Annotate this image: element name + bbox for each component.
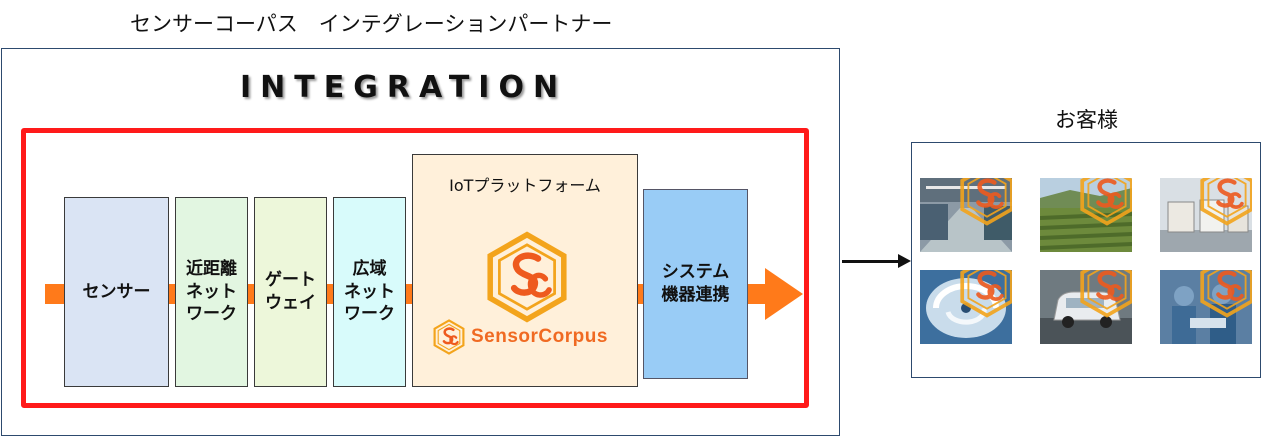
block-short-range-network: 近距離 ネット ワーク xyxy=(175,197,248,387)
typhoon-photo xyxy=(920,270,1012,344)
block-gateway: ゲート ウェイ xyxy=(254,197,327,387)
vineyard-photo xyxy=(1040,178,1132,252)
vehicle-photo xyxy=(1040,270,1132,344)
sensorcorpus-watermark-icon xyxy=(956,270,1012,318)
sensorcorpus-watermark-icon xyxy=(1076,178,1132,226)
block-system-integration: システム 機器連携 xyxy=(643,189,748,379)
data-flow-arrow-head xyxy=(765,268,803,320)
integration-frame xyxy=(1,48,840,436)
sensorcorpus-logo-icon xyxy=(481,231,573,323)
factory-photo xyxy=(920,178,1012,252)
page-title: センサーコーパス インテグレーションパートナー xyxy=(130,12,613,36)
sensorcorpus-watermark-icon xyxy=(1076,270,1132,318)
integration-highlight-frame xyxy=(21,128,809,408)
sensorcorpus-watermark-icon xyxy=(956,178,1012,226)
sensorcorpus-brand: SensorCorpus xyxy=(431,319,608,355)
customer-frame xyxy=(911,142,1261,378)
logistics-photo xyxy=(1160,178,1252,252)
to-customer-arrow-line xyxy=(842,260,900,263)
to-customer-arrow-icon xyxy=(898,254,911,268)
surgery-photo xyxy=(1160,270,1252,344)
integration-title: INTEGRATION xyxy=(240,70,568,105)
sensorcorpus-watermark-icon xyxy=(1196,178,1252,226)
brand-name: SensorCorpus xyxy=(471,326,608,348)
block-wide-area-network: 広域 ネット ワーク xyxy=(333,197,406,387)
iot-platform-label: IoTプラットフォーム xyxy=(449,176,601,195)
customer-title: お客様 xyxy=(1055,108,1118,132)
block-sensor: センサー xyxy=(64,197,169,387)
block-iot-platform: IoTプラットフォーム SensorCorpus xyxy=(412,154,638,387)
sensorcorpus-small-logo-icon xyxy=(433,319,465,355)
sensorcorpus-watermark-icon xyxy=(1196,270,1252,318)
